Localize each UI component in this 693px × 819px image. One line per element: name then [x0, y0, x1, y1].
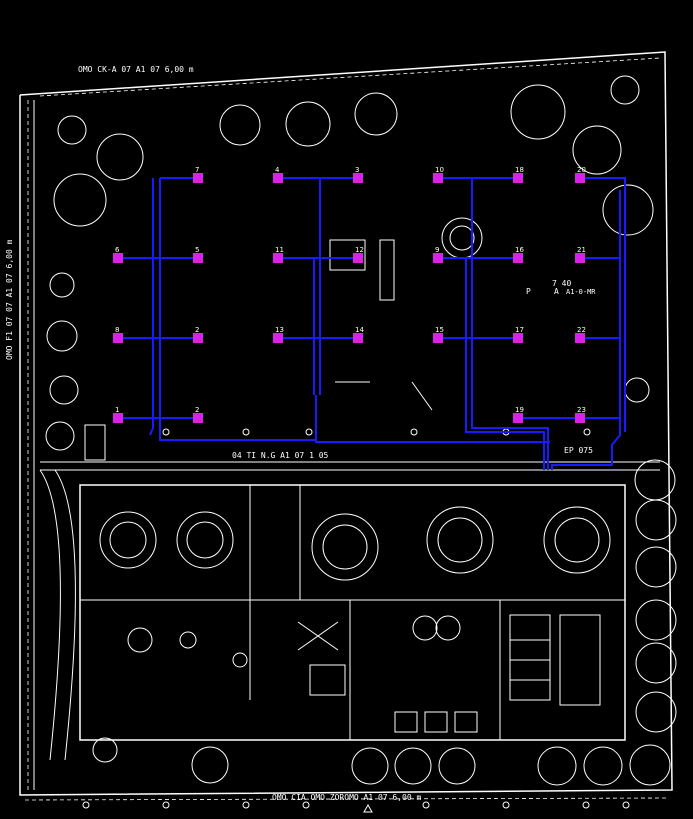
outlet-node-label: 16	[515, 246, 524, 254]
outlet-node: 15	[433, 326, 444, 343]
outlet-node: 10	[433, 166, 444, 183]
outlet-node: 9	[433, 246, 443, 263]
outlet-node: 5	[193, 246, 203, 263]
outlet-node-marker	[433, 173, 443, 183]
outlet-node-marker	[513, 413, 523, 423]
outlet-node: 14	[353, 326, 364, 343]
outlet-node-label: 22	[577, 326, 586, 334]
panel-tag: EP 075	[564, 446, 593, 455]
street-label: 04 TI N.G A1 07 1 05	[232, 451, 329, 460]
outlet-node-label: 7	[195, 166, 199, 174]
outlet-node-label: 8	[115, 326, 119, 334]
building-plan	[39, 469, 626, 761]
outlet-node: 12	[353, 246, 364, 263]
upper-structures	[40, 217, 660, 471]
bottom-boundary-label: OMO CIA OMO ZOROMO A1 07 6,00 m	[272, 793, 421, 802]
outlet-node: 13	[273, 326, 284, 343]
outlet-node-label: 23	[577, 406, 586, 414]
outlet-node-label: 20	[577, 166, 586, 174]
outlet-node: 20	[575, 166, 586, 183]
outlet-node-label: 9	[435, 246, 439, 254]
outlet-node: 4	[273, 166, 283, 183]
outlet-node-marker	[575, 413, 585, 423]
outlet-node-marker	[575, 333, 585, 343]
outlet-node-marker	[193, 173, 203, 183]
outlet-node-marker	[433, 333, 443, 343]
outlet-node-marker	[513, 173, 523, 183]
outlet-node-marker	[433, 253, 443, 263]
outlet-node-label: 18	[515, 166, 524, 174]
outlet-node: 1	[113, 406, 123, 423]
outlet-node-label: 10	[435, 166, 444, 174]
outlet-node: 7	[193, 166, 203, 183]
outlet-node-label: 19	[515, 406, 524, 414]
outlet-node-marker	[113, 413, 123, 423]
outlet-node-marker	[193, 413, 203, 423]
outlet-node: 2	[193, 326, 203, 343]
legend-p: P	[526, 287, 531, 296]
outlet-node-label: 1	[115, 406, 119, 414]
legend-spec: 7 40	[552, 279, 571, 288]
outlet-node: 21	[575, 246, 586, 263]
outlet-node: 23	[575, 406, 586, 423]
outlet-node-marker	[273, 253, 283, 263]
outlet-node-label: 11	[275, 246, 284, 254]
left-boundary-label: OMO F1 07 07 A1 07 6,00 m	[5, 239, 14, 360]
outlet-node-marker	[273, 333, 283, 343]
outlet-node-label: 5	[195, 246, 199, 254]
outlet-node-marker	[353, 333, 363, 343]
legend-code: A1-0-MR	[566, 288, 596, 296]
outlet-node-label: 6	[115, 246, 120, 254]
outlet-node-marker	[193, 253, 203, 263]
outlet-node-label: 21	[577, 246, 586, 254]
outlet-node-marker	[353, 253, 363, 263]
outlet-node-label: 2	[195, 406, 199, 414]
grid-markers	[82, 801, 630, 813]
outlet-node-marker	[575, 253, 585, 263]
outlet-node-marker	[193, 333, 203, 343]
outlet-node: 8	[113, 326, 123, 343]
outlet-node-marker	[113, 253, 123, 263]
outlet-node-marker	[113, 333, 123, 343]
outlet-node-label: 12	[355, 246, 364, 254]
outlet-node-marker	[353, 173, 363, 183]
outlet-node-label: 2	[195, 326, 199, 334]
property-boundary	[19, 51, 673, 801]
outlet-node-marker	[513, 333, 523, 343]
outlet-node: 17	[513, 326, 524, 343]
outlet-node: 22	[575, 326, 586, 343]
outlet-node: 18	[513, 166, 524, 183]
outlet-node: 19	[513, 406, 524, 423]
outlet-node: 3	[353, 166, 363, 183]
outlet-node-label: 3	[355, 166, 359, 174]
legend-a: A	[554, 287, 559, 296]
pipe-network	[118, 177, 626, 470]
outlet-node-label: 17	[515, 326, 524, 334]
outlet-node-label: 15	[435, 326, 444, 334]
outlet-node-marker	[513, 253, 523, 263]
outlet-node-marker	[575, 173, 585, 183]
outlet-node: 6	[113, 246, 123, 263]
outlet-node: 16	[513, 246, 524, 263]
outlet-node-label: 4	[275, 166, 280, 174]
outlet-node-label: 14	[355, 326, 364, 334]
top-boundary-label: OMO CK-A 07 A1 07 6,00 m	[78, 65, 194, 74]
outlet-node: 11	[273, 246, 284, 263]
outlet-node-label: 13	[275, 326, 284, 334]
outlet-node-marker	[273, 173, 283, 183]
outlet-node: 2	[193, 406, 203, 423]
